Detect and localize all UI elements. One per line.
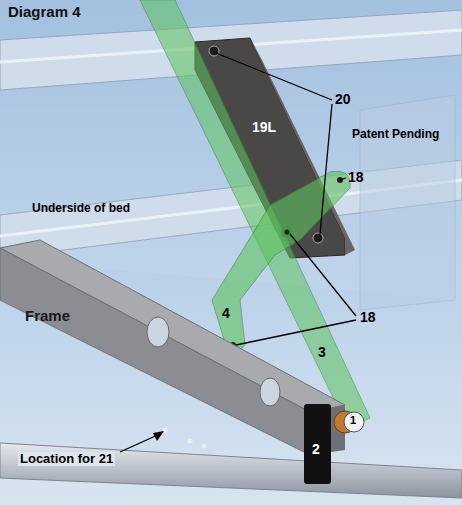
diagram-title: Diagram 4 [8, 4, 81, 21]
callout-number: 18 [360, 310, 376, 325]
frame-side [0, 248, 310, 455]
leader-lines [120, 53, 356, 452]
callout-number: 18 [348, 170, 364, 185]
callout-number: 20 [335, 92, 351, 107]
callout-number: 1 [350, 414, 356, 426]
part-label: 19L [252, 120, 276, 135]
note-text: Location for 21 [18, 452, 115, 466]
pipe [0, 443, 462, 498]
link-4 [212, 171, 350, 351]
note-text: Underside of bed [32, 202, 130, 215]
bracket-2 [304, 404, 331, 484]
note-text: Patent Pending [352, 128, 439, 141]
part-label: Frame [25, 308, 70, 325]
callout-number: 2 [312, 442, 320, 457]
callout-number: 3 [318, 345, 326, 360]
callout-number: 4 [222, 306, 230, 321]
